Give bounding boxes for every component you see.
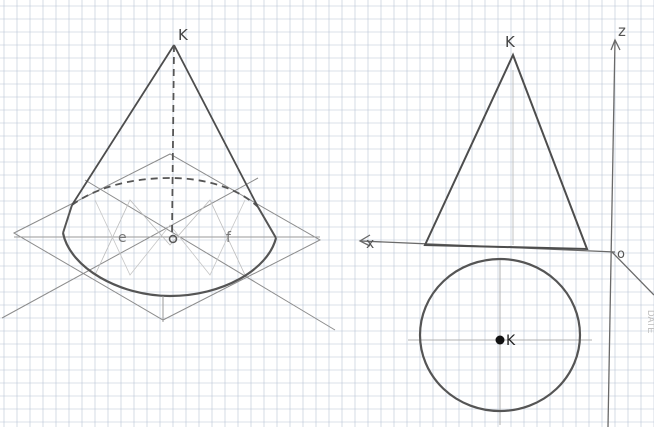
cone-axis-hidden — [171, 44, 175, 237]
origin-label: o — [617, 247, 625, 262]
cone-elevation-triangle — [423, 52, 589, 251]
iso-apex-label: K — [178, 26, 189, 44]
iso-construction-lines — [94, 199, 246, 276]
base-ellipse-hidden — [71, 177, 259, 208]
iso-point-e-label: e — [118, 230, 127, 246]
iso-rhombus — [12, 153, 322, 321]
iso-construction-lines-2 — [94, 199, 246, 276]
margin-date-text: DATE — [646, 310, 654, 333]
x-axis-label: x — [366, 236, 374, 252]
isometric-cone-view — [1, 44, 336, 331]
iso-point-f-label: f — [226, 230, 232, 246]
x-axis-arrow — [358, 234, 371, 247]
top-plan-view — [408, 257, 592, 425]
base-ellipse-visible — [61, 232, 278, 298]
top-view-center-point — [495, 335, 505, 345]
top-center-label: K — [506, 333, 516, 349]
iso-axis-line-1 — [1, 177, 259, 319]
cone-edge-left-lower — [62, 204, 73, 234]
cone-generator-left — [71, 44, 175, 206]
z-axis-arrow — [610, 38, 621, 51]
iso-axis-line-2 — [84, 179, 336, 331]
front-apex-label: K — [505, 33, 516, 51]
iso-center-point — [168, 234, 178, 244]
base-circle — [418, 257, 582, 413]
projection-line — [611, 251, 654, 296]
front-elevation-view — [358, 38, 654, 428]
cone-edge-right-lower — [257, 206, 277, 239]
z-axis-line — [607, 39, 616, 428]
z-axis-label: z — [618, 22, 626, 40]
cone-generator-right — [173, 44, 259, 208]
